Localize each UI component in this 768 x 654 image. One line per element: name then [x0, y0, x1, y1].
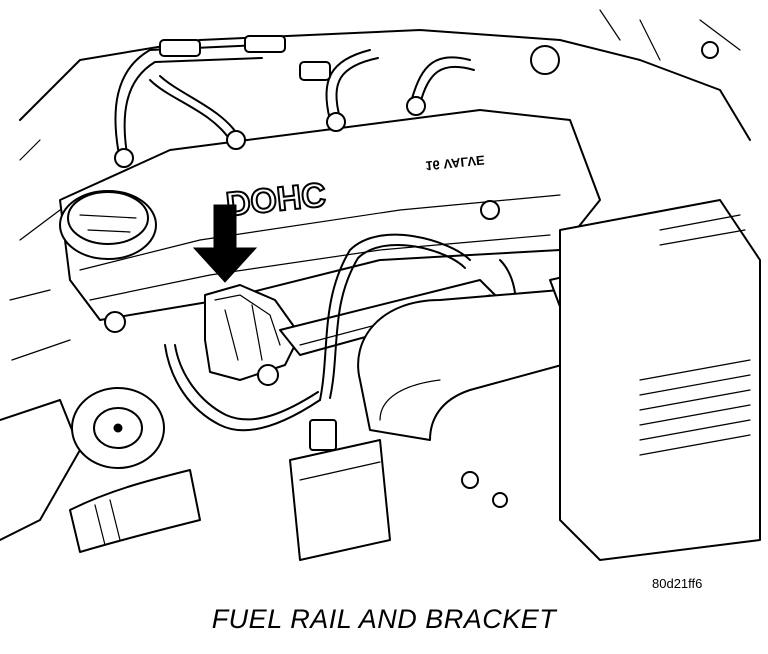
air-cleaner-housing [559, 199, 761, 561]
fuel-rail-bracket [204, 284, 301, 386]
reference-code: 80d21ff6 [652, 576, 703, 591]
arrow-down-icon [192, 204, 258, 283]
mounting-bolts [104, 41, 719, 508]
figure-caption: FUEL RAIL AND BRACKET [211, 604, 557, 634]
engine-illustration: DOHC 16 VALVE [0, 9, 761, 561]
valve-cover: DOHC 16 VALVE [59, 109, 601, 321]
radiator-cap [71, 387, 165, 469]
oil-filler-cap [59, 190, 157, 260]
valve-cover-sub-marking: 16 VALVE [425, 152, 486, 173]
coolant-hose [69, 469, 201, 553]
wiring-harness [164, 233, 517, 432]
engine-bay-outline [0, 9, 751, 541]
throttle-body [289, 419, 391, 561]
spark-plug-wires [114, 35, 475, 168]
